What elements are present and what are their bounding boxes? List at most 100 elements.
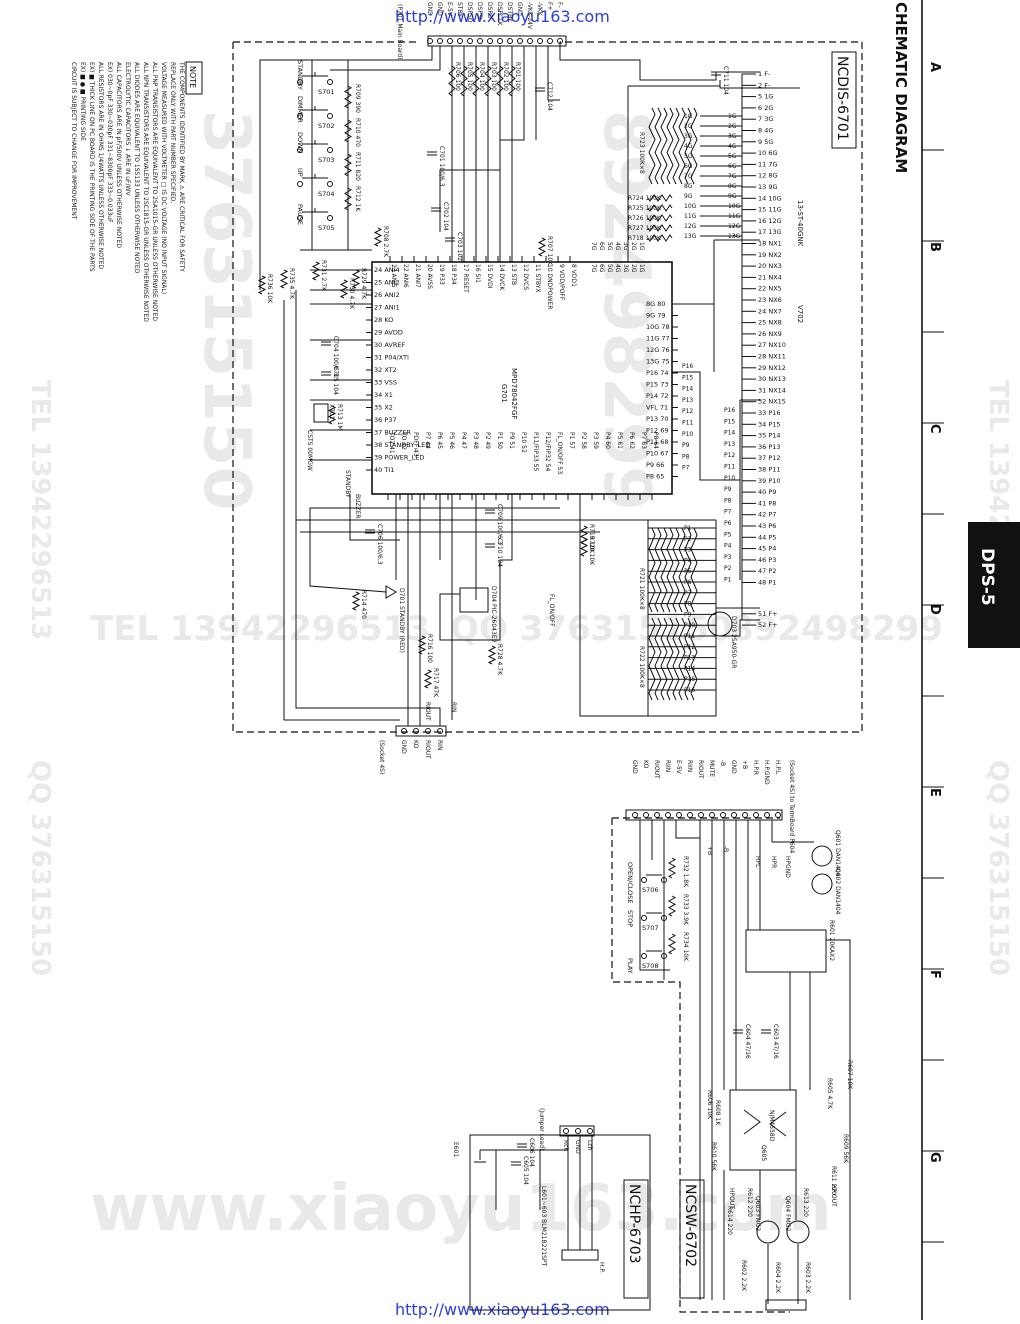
resistor-array-element xyxy=(666,527,674,613)
grid-bus-label-array: 7G xyxy=(684,173,693,180)
transistor-q603-label: Q603 FMG2 xyxy=(754,1196,761,1231)
segment-bus-ic-label: P9 xyxy=(682,442,690,449)
fl-pin: 42 P7 xyxy=(758,511,776,519)
grid-resistor xyxy=(647,204,673,212)
key-ref: S704 xyxy=(318,190,335,198)
capacitor-label: C703 102 xyxy=(456,232,463,261)
segment-bus-fl-label: P8 xyxy=(724,497,732,504)
ic-right-pin: 11G 77 xyxy=(646,335,670,343)
grid-resistor-label: R726 100K xyxy=(628,215,662,222)
ic-right-pin: 12G 76 xyxy=(646,346,670,354)
capacitor-label: C605 104 xyxy=(522,1156,529,1185)
resistor-array-element xyxy=(654,617,662,701)
resistor-sub-label: R608 1K xyxy=(714,1100,721,1126)
ic-right-pin: 10G 78 xyxy=(646,323,670,331)
ic-bottom-pin: P7 63 xyxy=(640,432,647,449)
fl-pin: 12 8G xyxy=(758,172,778,180)
resistor-array-r722 xyxy=(648,617,698,701)
fl-pin: 22 NX5 xyxy=(758,285,782,293)
ic-bottom-pin: P3 48 xyxy=(472,432,479,449)
sub-key-ref: S707 xyxy=(642,924,659,932)
p703-pin-label: +B xyxy=(741,760,748,769)
grid-bus-ic-label: 5G xyxy=(606,242,613,251)
resistor-sub-label: R609 56K xyxy=(842,1134,849,1164)
grid-resistor-label: R718 100K xyxy=(628,235,662,242)
p701-pin-label: DSPSI xyxy=(476,2,483,20)
ic-top-pin: 13 STB xyxy=(510,264,517,285)
connector-p703-pins: H.P.LH.P.GNDH.P.R+BGND-BMUTERIOUTRIINE-5… xyxy=(631,760,781,818)
capacitor-label: C704 100/6.3 xyxy=(332,336,339,377)
ic-right-pin: P8 65 xyxy=(646,473,664,481)
p703-pin-label: H.P.GND xyxy=(763,760,770,785)
p701-pin-label: DSPCLK xyxy=(496,2,503,27)
watermark-10: QQ 376315150 xyxy=(25,760,55,976)
segment-bus-fl-label: P16 xyxy=(724,407,735,414)
ic-bottom-pin: PDFF 43 xyxy=(412,432,419,457)
url-top[interactable]: http://www.xiaoyu163.com xyxy=(395,7,610,26)
grid-bus-label-array: 6G xyxy=(684,163,693,170)
resistor-array-label: R723 100K×8 xyxy=(638,132,645,174)
fl-pin: 16 12G xyxy=(758,217,782,225)
resistor-array-element xyxy=(666,107,674,185)
ic-right-pin: P11 68 xyxy=(646,438,669,446)
resistor-array-element xyxy=(648,527,656,613)
segment-bus-label: P2 xyxy=(684,536,692,543)
ic-top-pin: 12 DVCS xyxy=(522,264,529,290)
ic-bottom-pin: P12/FIP32 54 xyxy=(544,432,551,471)
p701-pin-label: GND xyxy=(516,2,523,16)
fl-pin: 51 F+ xyxy=(758,610,778,618)
note-line: VOLTAGE MEASURED WITH VOLTMETER □ IS DC … xyxy=(160,62,167,294)
segment-bus-fl-label: P7 xyxy=(724,509,732,516)
segment-bus-fl-label: P2 xyxy=(724,565,732,572)
grid-resistor xyxy=(647,214,673,222)
ic-left-pin: 29 AVDD xyxy=(374,329,403,337)
segment-bus-ic-label: P8 xyxy=(682,453,690,460)
resistor xyxy=(487,645,497,665)
resistor-label: R720 10K xyxy=(588,536,595,566)
p703-pin-label: -B xyxy=(719,760,726,766)
key-ref: S703 xyxy=(318,156,335,164)
ic-top-pin: 22 ANI6 xyxy=(402,264,409,288)
grid-bus-ic-label: 4G xyxy=(614,242,621,251)
column-letter-d: D xyxy=(927,604,942,615)
fl-pin: 48 P1 xyxy=(758,579,776,587)
ir-receiver-d704: D704 PIC-26043E2 xyxy=(459,586,497,643)
ic-bottom-pin: P11/FIP33 55 xyxy=(532,432,539,471)
ic-top-pin: 17 RESET xyxy=(462,264,469,293)
note-line: ALL PNP TRANSISTORS ARE EQUIVALENT TO 2S… xyxy=(151,62,158,321)
grid-bus-label-array: 12G xyxy=(684,223,697,230)
sub-key-resistor-label: R733 3.9K xyxy=(682,894,689,926)
p703-pin-label: RIIN xyxy=(664,760,671,772)
grid-bus-label-array: 1G xyxy=(684,113,693,120)
grid-bus-ic-label: 7G xyxy=(590,242,597,251)
misc-label: HPL xyxy=(754,856,761,868)
fl-pin: 20 NX3 xyxy=(758,262,782,270)
resistor xyxy=(279,269,289,289)
resistor xyxy=(327,405,337,425)
grid-resistor-label: R725 100K xyxy=(628,205,662,212)
watermark-2: 892498299 xyxy=(589,110,663,511)
segment-bus-ic-label: P12 xyxy=(682,408,693,415)
capacitor-label: C606 104 xyxy=(528,1138,535,1167)
note-line: ALL DIODES ARE EQUIVALENT TO 1SS133 UNLE… xyxy=(133,62,140,274)
fl-display-name: 13-ST-40GNK xyxy=(796,200,804,247)
fl-pin: 6 2G xyxy=(758,104,773,112)
notes-lines: THE COMPONENTS IDENTIFIED BY MARK ⚠ ARE … xyxy=(70,61,185,322)
p701-pin-label: DSPSO xyxy=(466,2,473,23)
grid-bus-ic-label: 2G xyxy=(630,242,637,251)
p703-pin-label: RIIN xyxy=(686,760,693,772)
grid-bus-label-array: 2G xyxy=(684,123,693,130)
p602-pin-label: Lch xyxy=(586,1140,593,1151)
watermark-3: TEL 13942296513 xyxy=(90,609,430,649)
ic-left-pin: 26 ANI2 xyxy=(374,291,400,299)
misc-label: HP OUT xyxy=(830,1184,837,1207)
fl-pin: 35 P14 xyxy=(758,432,781,440)
fl-pin: 29 NX12 xyxy=(758,364,786,372)
